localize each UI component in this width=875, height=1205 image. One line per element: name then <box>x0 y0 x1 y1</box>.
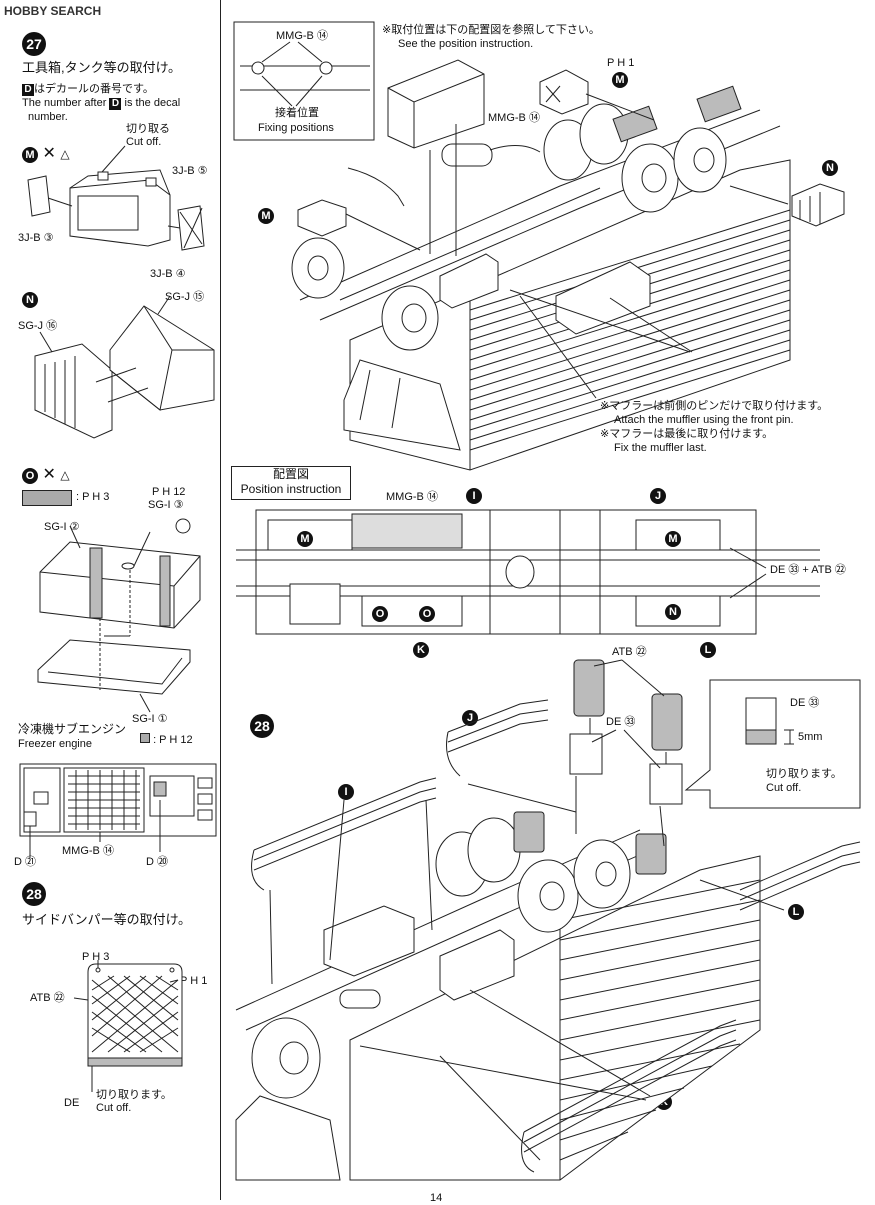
muffler-note-en-2: Fix the muffler last. <box>614 442 707 454</box>
position-n: N <box>665 602 681 620</box>
column-divider <box>220 0 221 1200</box>
step-28-number-left: 28 <box>22 882 46 906</box>
position-m1: M <box>297 529 313 547</box>
mudflap-illustration <box>73 960 183 1092</box>
decal-d20: D ⑳ <box>146 856 168 868</box>
freezer-ph12: : P H 12 <box>140 733 193 747</box>
o-key-label: O ✕ △ <box>22 464 70 484</box>
part-sgi1: SG-I ① <box>132 713 168 725</box>
top-m-label: M <box>612 70 628 88</box>
ph12-label: P H 12 <box>152 486 186 498</box>
part-3jb5: 3J-B ⑤ <box>172 165 208 177</box>
toolbox-illustration <box>27 145 205 251</box>
position-plan-illustration <box>236 509 820 635</box>
cut-jp-28: 切り取ります。 <box>96 1089 172 1101</box>
page-number: 14 <box>430 1192 443 1204</box>
top-n-label: N <box>822 158 838 176</box>
freezer-en: Freezer engine <box>18 738 92 750</box>
atb22-right: ATB ㉒ <box>612 646 647 658</box>
fixing-detail <box>240 41 370 107</box>
step-28-number-right: 28 <box>250 714 274 738</box>
position-de-atb: DE ㉝ + ATB ㉒ <box>770 564 846 576</box>
top-m-label-2: M <box>258 206 274 224</box>
diamond-pattern <box>91 975 179 1053</box>
decal-mmgb14-freezer: MMG-B ⑭ <box>62 845 114 857</box>
fixing-position-box <box>233 21 375 141</box>
decal-d21: D ㉑ <box>14 856 36 868</box>
m-key-label: M ✕ △ <box>22 143 70 163</box>
decal-note-en: The number after D is the decal <box>22 97 181 110</box>
color-swatch <box>22 490 72 506</box>
cut-en: Cut off. <box>126 136 162 148</box>
inset-cut-en: Cut off. <box>766 782 802 794</box>
de-label: DE <box>64 1097 80 1109</box>
tank-illustration <box>37 518 201 713</box>
cut-jp: 切り取る <box>126 123 170 135</box>
part-sgj15: SG-J ⑮ <box>165 291 205 303</box>
position-k-label: K <box>413 640 429 658</box>
freezer-jp: 冷凍機サブエンジン <box>18 722 127 736</box>
step28-l-label: L <box>788 902 804 920</box>
fixing-en: Fixing positions <box>258 122 334 134</box>
part-sgi3: SG-I ③ <box>148 499 184 511</box>
inset-de33: DE ㉝ <box>790 697 820 709</box>
fixing-mmgb14: MMG-B ⑭ <box>276 30 328 42</box>
hobby-search-logo: HOBBY SEARCH <box>4 4 102 18</box>
part-sgi2: SG-I ② <box>44 521 80 533</box>
position-mmgb14: MMG-B ⑭ <box>386 491 438 503</box>
top-mmgb14: MMG-B ⑭ <box>488 112 540 124</box>
body-ribs <box>469 209 791 451</box>
position-note-jp: ※取付位置は下の配置図を参照して下さい。 <box>382 24 600 36</box>
cut-en-28: Cut off. <box>96 1102 132 1114</box>
mini-swatch <box>140 733 150 743</box>
position-i-label: I <box>466 486 482 504</box>
top-ph1: P H 1 <box>607 57 635 69</box>
color-note: : P H 3 <box>76 491 110 503</box>
step28-parts <box>569 659 861 809</box>
muffler-note-en-1: Attach the muffler using the front pin. <box>614 414 794 426</box>
decal-key-box: D <box>22 84 34 96</box>
part-3jb4: 3J-B ④ <box>150 268 186 280</box>
atb22-label: ATB ㉒ <box>30 992 65 1004</box>
body-ribs-2 <box>559 879 761 1161</box>
grille-pattern <box>68 770 140 830</box>
position-instruction-title: 配置図 Position instruction <box>231 466 351 500</box>
ph1-label: P H 1 <box>180 975 208 987</box>
step-27-title: 工具箱,タンク等の取付け。 <box>22 60 181 75</box>
position-o1: O <box>372 604 388 622</box>
n-key-label: N <box>22 290 38 308</box>
part-sgj16: SG-J ⑯ <box>18 320 58 332</box>
freezer-engine-illustration <box>19 763 217 858</box>
muffler-note-jp-2: ※マフラーは最後に取り付けます。 <box>600 428 774 440</box>
bin-illustration <box>34 295 215 439</box>
de33-right: DE ㉝ <box>606 716 636 728</box>
decal-note-en-3: number. <box>28 111 68 123</box>
muffler-note-jp-1: ※マフラーは前側のピンだけで取り付けます。 <box>600 400 829 412</box>
position-note-en: See the position instruction. <box>398 38 534 50</box>
inset-5mm: 5mm <box>798 731 823 743</box>
position-j-label: J <box>650 486 666 504</box>
fixing-jp: 接着位置 <box>275 107 319 119</box>
chassis-top-illustration <box>291 59 845 471</box>
step-28-title: サイドバンパー等の取付け。 <box>22 912 192 927</box>
position-m2: M <box>665 529 681 547</box>
part-3jb3: 3J-B ③ <box>18 232 54 244</box>
position-o2: O <box>419 604 435 622</box>
warning-triangle-icon-2: △ <box>60 468 70 482</box>
position-l-label: L <box>700 640 716 658</box>
step28-i-label: I <box>338 782 354 800</box>
ph3-label: P H 3 <box>82 951 110 963</box>
step-27-number: 27 <box>22 32 46 56</box>
warning-triangle-icon: △ <box>60 147 70 161</box>
inset-cut-jp: 切り取ります。 <box>766 768 842 780</box>
decal-key-box-2: D <box>109 98 122 110</box>
